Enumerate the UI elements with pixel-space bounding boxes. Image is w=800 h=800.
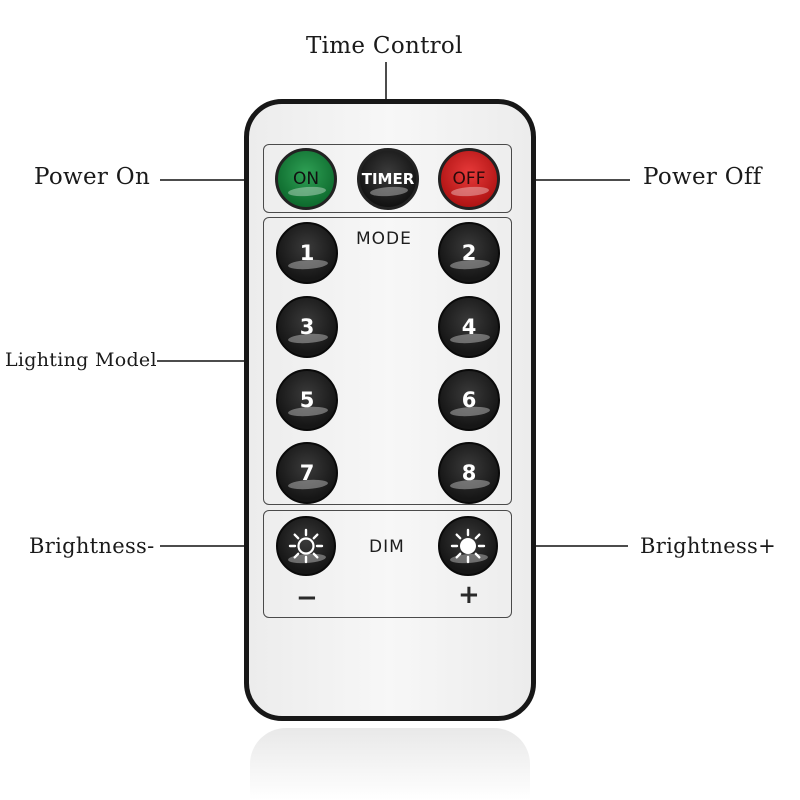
mode-button-7[interactable]: 7: [276, 442, 338, 504]
lighting-model-label: Lighting Model: [5, 349, 157, 371]
on-button[interactable]: ON: [275, 148, 337, 210]
power-on-label: Power On: [34, 164, 151, 190]
sun-outline-icon: [288, 528, 324, 564]
minus-sign: −: [296, 583, 318, 613]
dim-button-panel: [263, 510, 512, 618]
power-off-label: Power Off: [643, 164, 762, 190]
timer-button-label: TIMER: [361, 170, 415, 188]
mode-button-8[interactable]: 8: [438, 442, 500, 504]
mode-button-label: 5: [299, 388, 315, 412]
brightness-up-button[interactable]: [438, 516, 498, 576]
remote-reflection: [250, 728, 530, 800]
mode-label: MODE: [356, 229, 412, 249]
mode-button-5[interactable]: 5: [276, 369, 338, 431]
power-button-panel: [263, 144, 512, 213]
sun-filled-icon: [450, 528, 486, 564]
brightness-minus-label: Brightness-: [29, 534, 155, 558]
mode-button-label: 1: [299, 241, 315, 265]
mode-button-panel: [263, 217, 512, 505]
off-button-label: OFF: [452, 169, 486, 189]
dim-label: DIM: [369, 537, 405, 557]
mode-button-label: 8: [461, 461, 477, 485]
mode-button-label: 3: [299, 315, 315, 339]
mode-button-label: 6: [461, 388, 477, 412]
mode-button-1[interactable]: 1: [276, 222, 338, 284]
plus-sign: +: [458, 580, 480, 610]
mode-button-2[interactable]: 2: [438, 222, 500, 284]
mode-button-4[interactable]: 4: [438, 296, 500, 358]
brightness-plus-label: Brightness+: [640, 534, 776, 558]
off-button[interactable]: OFF: [438, 148, 500, 210]
mode-button-6[interactable]: 6: [438, 369, 500, 431]
timer-button[interactable]: TIMER: [357, 148, 419, 210]
mode-button-label: 7: [299, 461, 315, 485]
mode-button-label: 4: [461, 315, 477, 339]
on-button-label: ON: [292, 169, 320, 189]
brightness-down-button[interactable]: [276, 516, 336, 576]
time-control-label: Time Control: [306, 33, 463, 59]
mode-button-3[interactable]: 3: [276, 296, 338, 358]
mode-button-label: 2: [461, 241, 477, 265]
